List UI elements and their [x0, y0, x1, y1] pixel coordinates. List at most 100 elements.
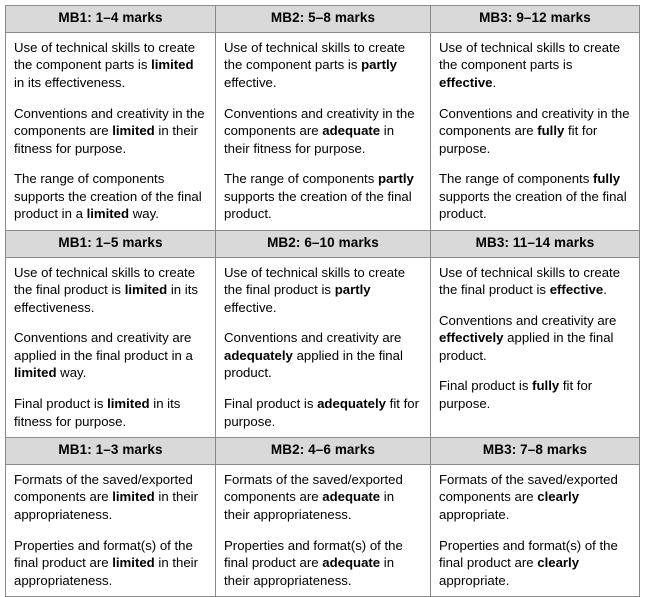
descriptor-text: Conventions and creativity in the compon… [439, 105, 630, 139]
descriptor-keyword: limited [14, 365, 57, 381]
mark-band-descriptor-cell: Formats of the saved/exported components… [215, 463, 431, 597]
descriptor-text: appropriate. [439, 507, 510, 523]
descriptor-keyword: fully [592, 171, 621, 187]
descriptor-text: fit for purpose. [224, 395, 419, 429]
mark-band-descriptor-row: Use of technical skills to create the fi… [5, 256, 640, 439]
descriptor-text: fit for purpose. [439, 123, 598, 156]
mark-band-header-cell: MB3: 11–14 marks [430, 229, 640, 258]
descriptor-text: way. [56, 365, 87, 381]
descriptor-text: in their fitness for purpose. [224, 123, 395, 156]
mark-band-descriptor-cell: Use of technical skills to create the co… [215, 31, 431, 231]
descriptor-text: Use of technical skills to create the co… [224, 39, 406, 73]
descriptor-paragraph: Properties and format(s) of the final pr… [439, 537, 630, 590]
descriptor-keyword: limited [124, 282, 168, 298]
descriptor-keyword: effective [439, 74, 493, 90]
descriptor-paragraph: Properties and format(s) of the final pr… [224, 537, 421, 590]
mark-band-descriptor-cell: Use of technical skills to create the fi… [430, 256, 640, 439]
descriptor-text: in their appropriateness. [14, 489, 198, 523]
descriptor-paragraph: Conventions and creativity are adequatel… [224, 329, 421, 382]
descriptor-text: Properties and format(s) of the final pr… [224, 537, 403, 571]
descriptor-text: The range of components [224, 171, 378, 187]
descriptor-paragraph: Use of technical skills to create the fi… [14, 264, 206, 317]
descriptor-paragraph: The range of components fully supports t… [439, 170, 630, 223]
descriptor-paragraph: Use of technical skills to create the fi… [439, 264, 630, 299]
descriptor-text: Formats of the saved/exported components… [439, 471, 618, 505]
descriptor-keyword: limited [112, 489, 155, 505]
mark-band-descriptor-cell: Use of technical skills to create the co… [5, 31, 216, 231]
descriptor-text: . [492, 74, 497, 90]
descriptor-keyword: adequately [317, 395, 386, 411]
descriptor-text: Use of technical skills to create the co… [14, 39, 196, 73]
descriptor-keyword: partly [334, 282, 371, 298]
descriptor-paragraph: Final product is limited in its fitness … [14, 395, 206, 430]
descriptor-paragraph: Formats of the saved/exported components… [14, 471, 206, 524]
descriptor-text: fit for purpose. [439, 378, 593, 411]
descriptor-text: Final product is [14, 395, 108, 411]
descriptor-keyword: adequately [224, 347, 293, 363]
descriptor-text: Formats of the saved/exported components… [14, 471, 193, 505]
descriptor-text: The range of components [439, 171, 593, 187]
descriptor-text: in their appropriateness. [224, 489, 395, 523]
descriptor-paragraph: The range of components supports the cre… [14, 170, 206, 223]
descriptor-text: Conventions and creativity in the compon… [224, 105, 415, 139]
descriptor-text: in their appropriateness. [224, 555, 395, 588]
descriptor-keyword: limited [112, 555, 155, 571]
descriptor-paragraph: Conventions and creativity in the compon… [224, 105, 421, 158]
descriptor-text: supports the creation of the final produ… [439, 188, 627, 222]
descriptor-paragraph: Use of technical skills to create the fi… [224, 264, 421, 317]
descriptor-paragraph: The range of components partly supports … [224, 170, 421, 223]
descriptor-keyword: limited [151, 57, 194, 73]
descriptor-text: Formats of the saved/exported components… [224, 471, 403, 505]
descriptor-text: in its effectiveness. [14, 74, 126, 90]
descriptor-keyword: adequate [322, 489, 381, 505]
descriptor-text: Conventions and creativity are applied i… [14, 330, 193, 363]
descriptor-paragraph: Use of technical skills to create the co… [14, 39, 206, 92]
descriptor-keyword: clearly [537, 555, 580, 571]
mark-band-header-cell: MB2: 4–6 marks [215, 437, 431, 465]
descriptor-text: . [603, 282, 607, 298]
mark-band-descriptor-cell: Use of technical skills to create the fi… [215, 256, 431, 439]
descriptor-keyword: fully [532, 378, 560, 394]
descriptor-keyword: fully [537, 123, 565, 139]
mark-band-header-cell: MB1: 1–4 marks [5, 5, 216, 33]
descriptor-text: supports the creation of the final produ… [224, 188, 412, 222]
descriptor-paragraph: Conventions and creativity in the compon… [439, 105, 630, 158]
mark-band-descriptor-cell: Use of technical skills to create the co… [430, 31, 640, 231]
descriptor-text: Use of technical skills to create the fi… [439, 264, 621, 298]
descriptor-paragraph: Use of technical skills to create the co… [224, 39, 421, 92]
descriptor-text: applied in the final product. [224, 347, 403, 381]
descriptor-text: Use of technical skills to create the fi… [14, 264, 196, 298]
descriptor-text: way. [129, 206, 159, 222]
descriptor-text: Use of technical skills to create the co… [439, 39, 621, 73]
mark-band-descriptor-row: Use of technical skills to create the co… [5, 31, 640, 231]
descriptor-text: effective. [224, 299, 277, 315]
descriptor-text: applied in the final product. [439, 330, 614, 363]
mark-band-header-cell: MB2: 6–10 marks [215, 229, 431, 258]
descriptor-keyword: partly [361, 57, 397, 73]
descriptor-text: appropriate. [439, 572, 510, 588]
descriptor-text: effective. [224, 74, 277, 90]
descriptor-text: in their fitness for purpose. [14, 123, 198, 156]
mark-band-header-cell: MB1: 1–5 marks [5, 229, 216, 258]
descriptor-keyword: limited [86, 206, 130, 222]
descriptor-paragraph: Formats of the saved/exported components… [439, 471, 630, 524]
descriptor-keyword: limited [107, 395, 150, 411]
descriptor-paragraph: Formats of the saved/exported components… [224, 471, 421, 524]
descriptor-text: in their appropriateness. [14, 555, 198, 588]
descriptor-paragraph: Conventions and creativity are applied i… [14, 329, 206, 382]
descriptor-paragraph: Properties and format(s) of the final pr… [14, 537, 206, 590]
descriptor-text: in its fitness for purpose. [14, 395, 181, 429]
descriptor-text: Final product is [224, 395, 318, 411]
descriptor-keyword: adequate [322, 123, 381, 139]
descriptor-text: Conventions and creativity are [439, 312, 617, 328]
descriptor-paragraph: Final product is fully fit for purpose. [439, 377, 630, 412]
descriptor-keyword: effective [549, 282, 604, 298]
mark-band-descriptor-cell: Formats of the saved/exported components… [5, 463, 216, 597]
descriptor-text: Use of technical skills to create the fi… [224, 264, 406, 298]
descriptor-paragraph: Use of technical skills to create the co… [439, 39, 630, 92]
descriptor-keyword: adequate [322, 555, 381, 571]
